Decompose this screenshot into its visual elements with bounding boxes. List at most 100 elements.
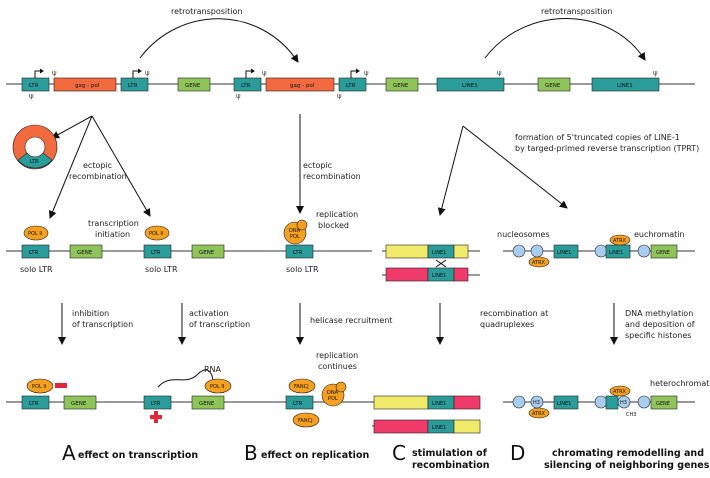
svg-text:LINE1: LINE1: [432, 425, 446, 431]
pol2-active: POL II: [204, 378, 232, 394]
panel-letter-a: A: [62, 441, 76, 465]
svg-text:POL: POL: [290, 234, 300, 240]
svg-text:gag - pol: gag - pol: [75, 83, 100, 89]
quadruplexes-label: quadruplexes: [480, 320, 534, 329]
top-element-ltr-1: LTR: [21, 77, 50, 92]
svg-text:LINE1: LINE1: [557, 401, 571, 407]
bottom-ltr-b: LTR: [285, 395, 314, 410]
svg-text:LINE1: LINE1: [462, 83, 478, 89]
svg-text:LINE1: LINE1: [609, 250, 623, 256]
svg-text:LTR: LTR: [241, 83, 251, 89]
top-element-line1-2: LINE1: [591, 77, 660, 92]
svg-text:LTR: LTR: [151, 401, 161, 407]
initiation-label: initiation: [95, 230, 130, 239]
nucleosomes-bottom: H3 H3: [512, 395, 651, 409]
svg-text:LTR: LTR: [29, 401, 39, 407]
recombination-label-2: recombination: [303, 172, 361, 181]
of-transcription-label-2: of transcription: [189, 320, 250, 329]
bottom-ltr-a2: LTR: [143, 395, 172, 410]
svg-text:GENE: GENE: [77, 250, 93, 256]
continues-label: continues: [318, 362, 357, 371]
rna-label: RNA: [204, 365, 222, 374]
rna-transcript: [157, 369, 214, 388]
svg-text:LTR: LTR: [346, 83, 356, 89]
specific-histones-label: specific histones: [625, 331, 691, 340]
crossover-mark: [435, 259, 447, 268]
mid-solo-ltr-2: LTR: [143, 244, 172, 259]
svg-text:FANCJ: FANCJ: [294, 384, 309, 390]
recomb-at-label: recombination at: [480, 309, 548, 318]
activation-plus-icon: [150, 411, 162, 423]
fancj-lower: FANCJ: [292, 412, 320, 428]
svg-text:LINE1: LINE1: [432, 273, 446, 279]
svg-text:H3: H3: [533, 400, 540, 406]
svg-text:ψ: ψ: [29, 92, 34, 100]
svg-text:gag - pol: gag - pol: [290, 83, 315, 89]
solo-ltr-label-3: solo LTR: [286, 265, 319, 274]
mid-gene-2: GENE: [191, 244, 225, 259]
svg-text:LTR: LTR: [293, 250, 303, 256]
atrx-proteins-bottom: ATRX ATRX: [528, 385, 631, 419]
caption-a: effect on transcription: [78, 450, 198, 461]
svg-text:FANCJ: FANCJ: [298, 418, 313, 424]
methyl-mark: CH3: [626, 412, 636, 418]
caption-c-line-2: recombination: [412, 460, 490, 471]
euchromatin-label: euchromatin: [634, 230, 685, 239]
tprt-label-line-2: by targed-primed reverse transcription (…: [515, 144, 699, 153]
solo-ltr-label-1: solo LTR: [20, 265, 53, 274]
excised-circle: LTR: [12, 124, 58, 170]
svg-text:LTR: LTR: [30, 159, 39, 165]
svg-text:LTR: LTR: [29, 250, 39, 256]
retrotransposition-label-left: retrotransposition: [171, 7, 242, 16]
retrotransposition-label-right: retrotransposition: [541, 7, 612, 16]
svg-text:LINE1: LINE1: [557, 250, 571, 256]
svg-text:LTR: LTR: [293, 401, 303, 407]
inhibition-label: inhibition: [72, 309, 109, 318]
panel-letter-b: B: [244, 441, 258, 465]
svg-text:GENE: GENE: [199, 401, 215, 407]
svg-text:ATRX: ATRX: [532, 411, 546, 417]
of-transcription-label-1: of transcription: [72, 320, 133, 329]
svg-text:GENE: GENE: [71, 401, 87, 407]
recomb-lower-strand: LINE1: [385, 267, 469, 282]
ectopic-label-2: ectopic: [303, 161, 332, 170]
solo-ltr-label-2: solo LTR: [145, 265, 178, 274]
svg-text:ψ: ψ: [236, 92, 241, 100]
fancj-upper: FANCJ: [288, 378, 316, 394]
bottom-line1-d2: [605, 395, 619, 410]
svg-text:LINE1: LINE1: [432, 250, 446, 256]
svg-text:ψ: ψ: [262, 69, 267, 77]
svg-text:POL II: POL II: [32, 384, 46, 390]
top-element-gene-2: GENE: [385, 77, 419, 92]
and-deposition-label: and deposition of: [625, 320, 695, 329]
svg-text:ψ: ψ: [337, 92, 342, 100]
svg-text:ψ: ψ: [52, 69, 57, 77]
svg-text:ATRX: ATRX: [613, 389, 627, 395]
svg-text:GENE: GENE: [656, 250, 670, 256]
svg-text:POL: POL: [328, 396, 338, 402]
transcription-label: transcription: [88, 219, 139, 228]
svg-text:DNA: DNA: [327, 390, 339, 396]
svg-text:GENE: GENE: [393, 83, 409, 89]
svg-text:GENE: GENE: [199, 250, 215, 256]
caption-c-line-1: stimulation of: [412, 448, 488, 459]
dna-methylation-label: DNA methylation: [625, 309, 693, 318]
bottom-ltr-a1: LTR: [21, 395, 50, 410]
dna-polymerase-blocked: DNA POL: [283, 219, 308, 245]
recombined-upper-strand: LINE1: [373, 395, 481, 410]
svg-text:LINE1: LINE1: [432, 401, 446, 407]
mid-line1-d2: LINE1: [605, 244, 631, 259]
svg-text:ATRX: ATRX: [613, 238, 627, 244]
recombination-label-1: recombination: [69, 172, 127, 181]
top-element-ltr-2: LTR: [120, 77, 149, 92]
svg-text:LTR: LTR: [151, 250, 161, 256]
svg-text:ψ: ψ: [145, 69, 150, 77]
svg-text:LTR: LTR: [29, 83, 39, 89]
svg-text:LTR: LTR: [128, 83, 138, 89]
mid-solo-ltr-3: LTR: [285, 244, 314, 259]
bottom-gene-a2: GENE: [191, 395, 225, 410]
pol2-inhibited: POL II: [26, 378, 67, 394]
